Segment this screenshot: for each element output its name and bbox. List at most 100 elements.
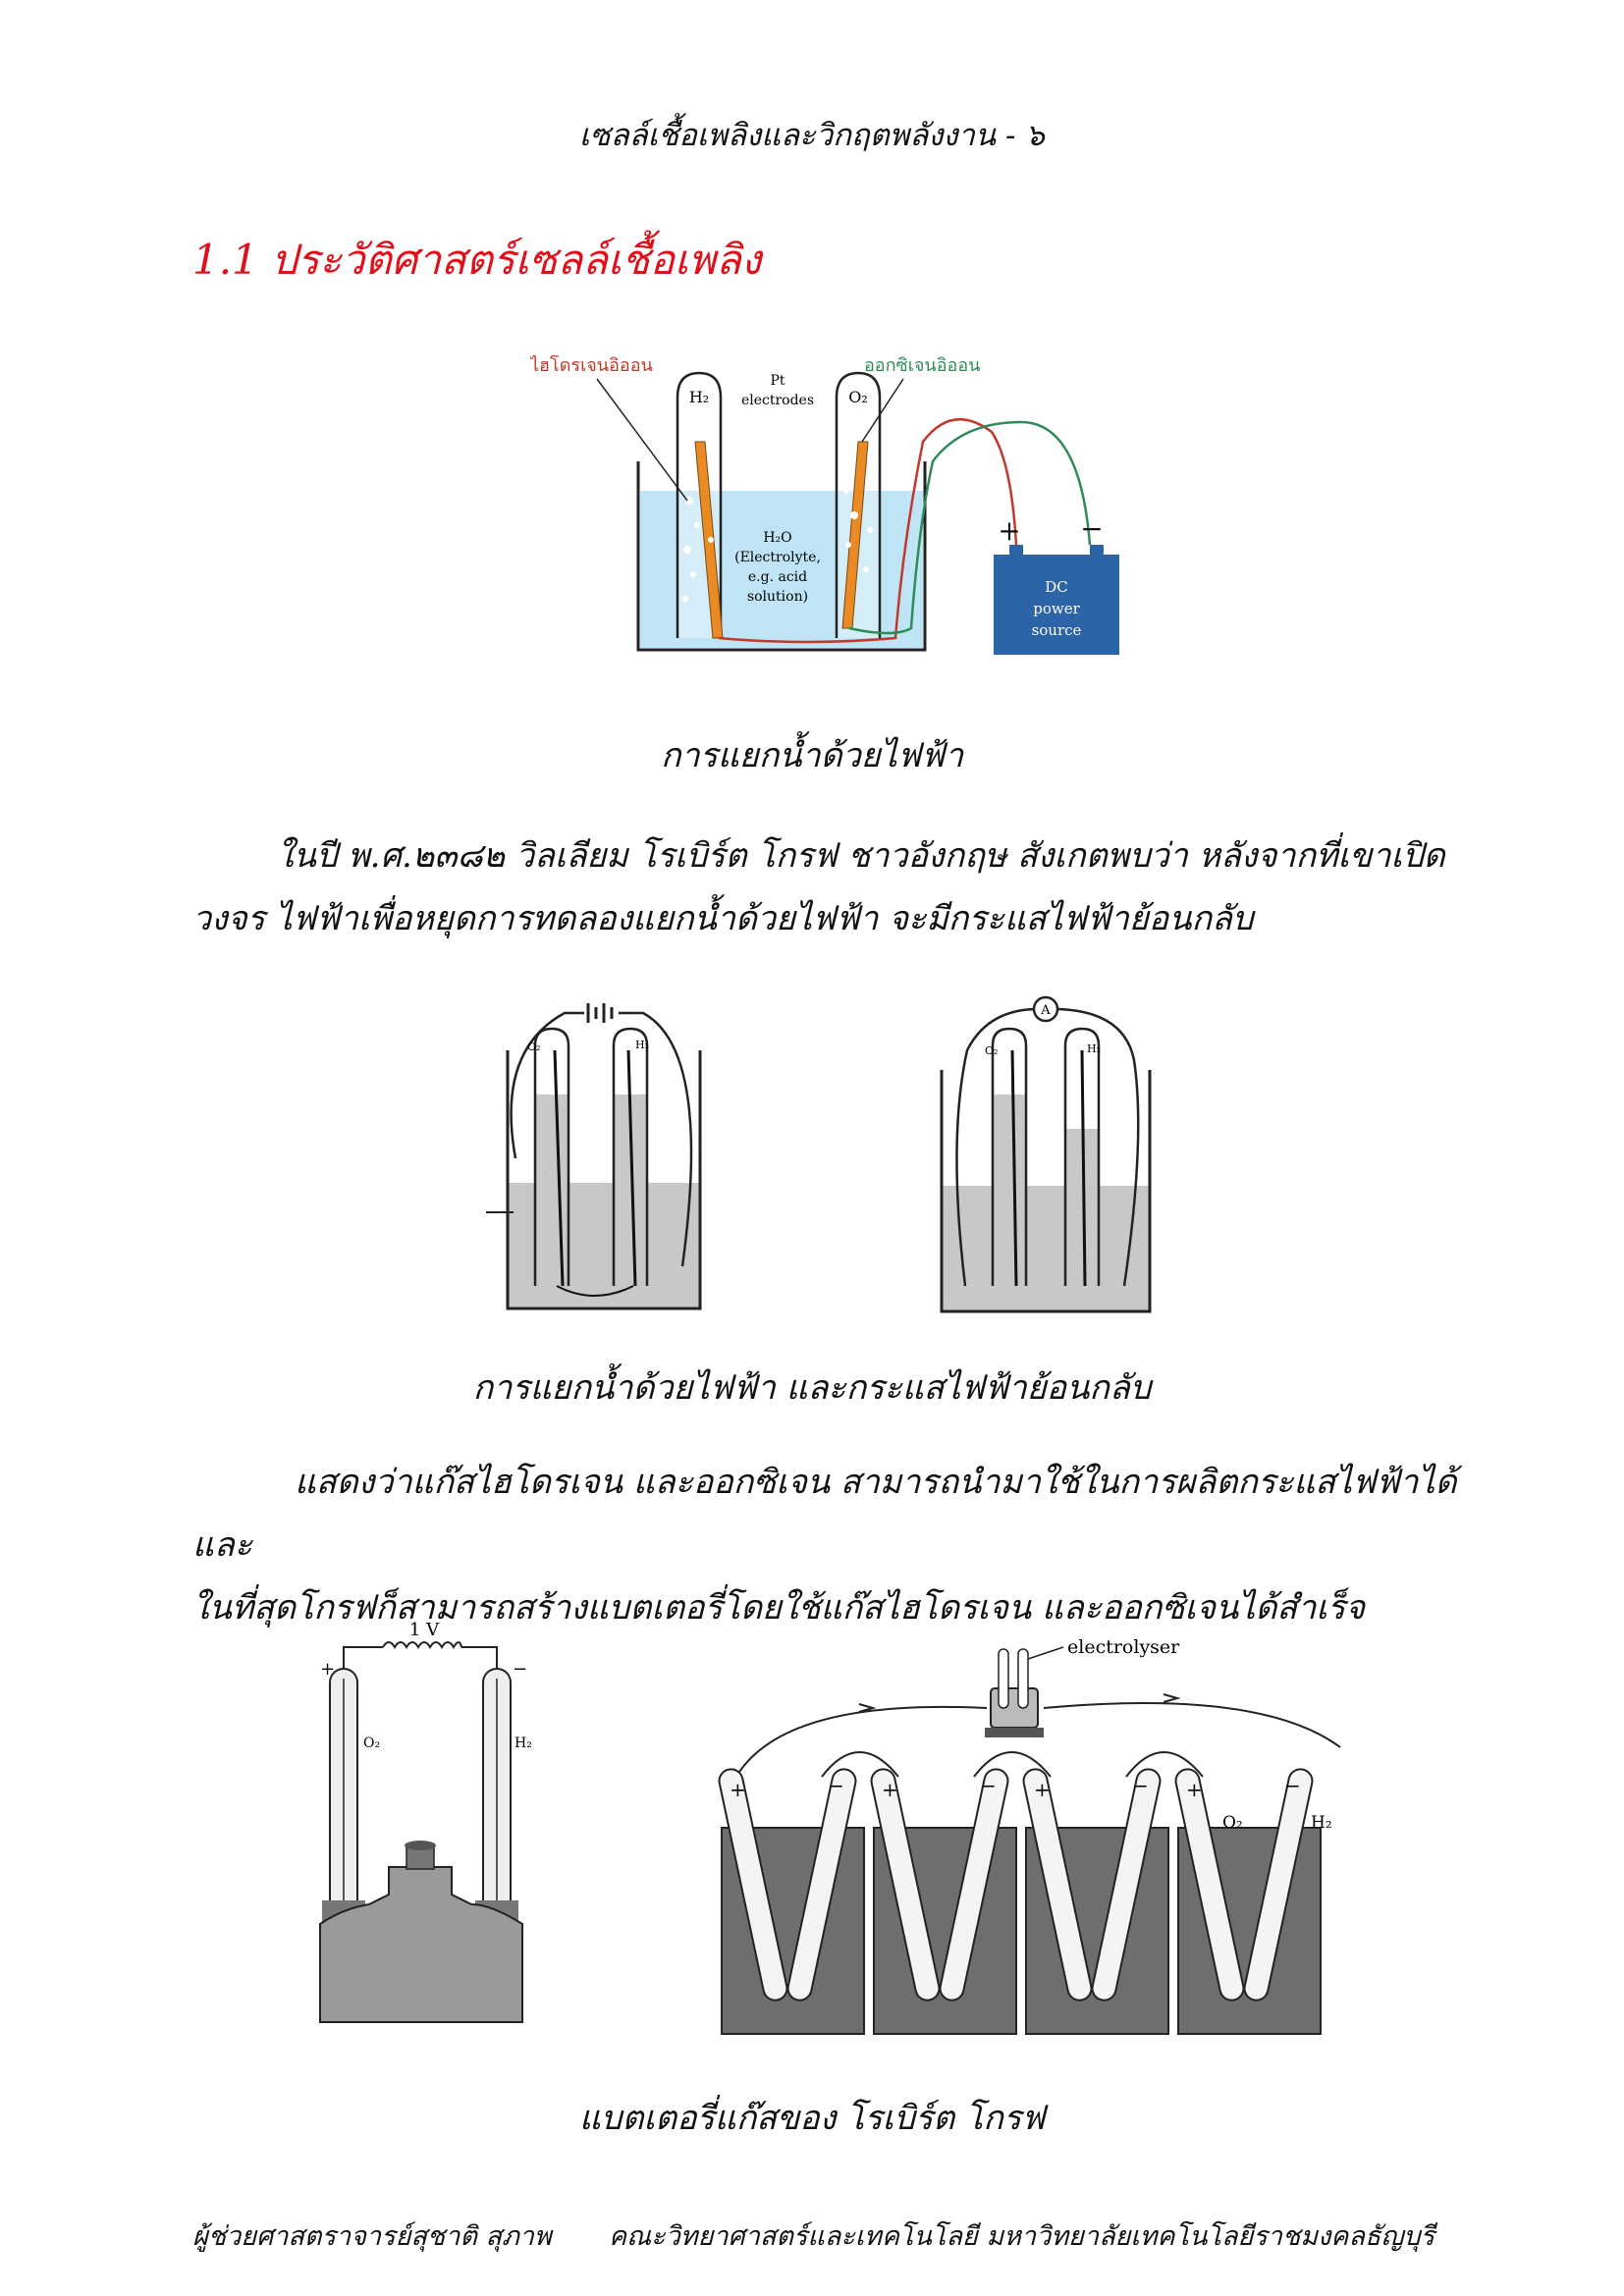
paragraph-2: แสดงว่าแก๊สไฮโดรเจน และออกซิเจน สามารถนำ… [192, 1451, 1469, 1639]
water-level [508, 1183, 700, 1308]
right-main-wire [1043, 1702, 1341, 1748]
outer-wire [510, 1011, 693, 1267]
cell-minus-3: − [1132, 1774, 1149, 1797]
power-label-2: power [1033, 600, 1080, 617]
oxygen-pointer [861, 378, 904, 443]
negative-terminal [1090, 545, 1104, 557]
h2-tube-label: H₂ [689, 388, 709, 406]
electrolyser-label: electrolyser [1067, 1636, 1180, 1658]
footer-author: ผู้ช่วยศาสตราจารย์สุชาติ สุภาพ [192, 2221, 552, 2252]
hydrogen-pointer [596, 378, 688, 502]
red-wire [718, 417, 1018, 644]
bottle-cap [406, 1846, 435, 1870]
power-label-3: source [1032, 621, 1082, 639]
arrow-right [1163, 1693, 1181, 1703]
electrolyte-water [640, 491, 923, 648]
top-wire [343, 1646, 498, 1669]
cell-minus-4: − [1284, 1774, 1301, 1797]
electrolysis-diagram: + − DC power source ไฮโดรเจนอิออน ออกซิเ… [530, 354, 1119, 655]
electrolyte-label-4: solution) [747, 589, 808, 605]
ammeter-label: A [1040, 1003, 1051, 1018]
h2-cell-label: H₂ [1311, 1813, 1332, 1833]
voltage-label: 1 V [409, 1620, 440, 1640]
right-electrode [1080, 1049, 1087, 1287]
right-electrode [626, 1049, 637, 1287]
positive-terminal [1009, 545, 1023, 557]
gas-tubes [718, 1768, 1314, 2002]
left-electrode [553, 1049, 565, 1287]
electrodes-label-1: Pt [770, 373, 785, 389]
left-tube [991, 1027, 1028, 1286]
electrolyser-base [985, 1728, 1044, 1737]
o2-cell-label: O₂ [1222, 1813, 1243, 1833]
left-h2-label: H₂ [635, 1039, 649, 1051]
electrolyser-tube-right [1017, 1648, 1029, 1709]
paragraph-1-line-1: ในปี พ.ศ.๒๓๘๒ วิลเลียม โรเบิร์ต โกรฟ ชาว… [277, 836, 1445, 876]
minus-label: − [513, 1659, 527, 1680]
bottle [319, 1866, 523, 2023]
right-o2-label: O₂ [985, 1044, 998, 1057]
green-wire [848, 420, 1092, 635]
arrow-left [858, 1703, 877, 1713]
tube-water-left [993, 1095, 1026, 1186]
tube-water-left [535, 1095, 568, 1183]
plus-label: + [320, 1659, 335, 1680]
o2-label: O₂ [363, 1735, 380, 1751]
electrolyser-pointer [1027, 1646, 1064, 1660]
reverse-current-diagram-right: A O₂ H₂ [940, 995, 1152, 1313]
footer-affiliation: คณะวิทยาศาสตร์และเทคโนโลยี มหาวิทยาลัยเท… [609, 2221, 1435, 2252]
electrolyser-vessel [990, 1687, 1039, 1729]
gas-battery-diagram: electrolyser + − + − + − + − O₂ H₂ [718, 1636, 1341, 2035]
bottom-wire [556, 1285, 634, 1297]
electrolyser-tube-left [998, 1648, 1009, 1709]
electrolyte-label-3: e.g. acid [748, 569, 807, 585]
paragraph-2-line-1: แสดงว่าแก๊สไฮโดรเจน และออกซิเจน สามารถนำ… [192, 1463, 1457, 1565]
water-level [942, 1186, 1150, 1311]
figure3-caption: แบตเตอรี่แก๊สของ โรเบิร์ต โกรฟ [578, 2099, 1046, 2138]
right-h2-label: H₂ [1087, 1042, 1101, 1055]
section-title: 1.1 ประวัติศาสตร์เซลล์เชื้อเพลิง [192, 236, 762, 284]
hydrogen-ion-label: ไฮโดรเจนอิออน [530, 354, 653, 376]
cell-plus-2: + [882, 1778, 898, 1801]
running-header: เซลล์เชื้อเพลิงและวิกฤตพลังงาน - ๖ [579, 118, 1045, 153]
h2-label: H₂ [514, 1735, 532, 1751]
electrolyte-label-1: H₂O [763, 530, 791, 546]
gas-bubbles [682, 429, 875, 602]
left-tube [533, 1027, 570, 1286]
right-tube [612, 1027, 649, 1286]
resistor-coil [382, 1641, 462, 1649]
cell-plus-4: + [1186, 1778, 1203, 1801]
oxygen-ion-label: ออกซิเจนอิออน [864, 355, 980, 376]
cell-minus-1: − [828, 1774, 844, 1797]
grove-gas-cell-diagram: 1 V + − O₂ H₂ [319, 1620, 532, 2023]
o2-tube-label: O₂ [848, 388, 868, 406]
minus-sign: − [1080, 512, 1103, 545]
left-electrode [1010, 1049, 1018, 1287]
left-o2-label: O₂ [527, 1041, 540, 1053]
left-main-wire [738, 1705, 988, 1773]
cell-plus-3: + [1034, 1778, 1051, 1801]
paragraph-1: ในปี พ.ศ.๒๓๘๒ วิลเลียม โรเบิร์ต โกรฟ ชาว… [192, 825, 1469, 950]
plus-sign: + [998, 514, 1020, 547]
figure1-caption: การแยกน้ำด้วยไฟฟ้า [660, 736, 964, 775]
paragraph-2-line-2: ในที่สุดโกรฟก็สามารถสร้างแบตเตอรี่โดยใช้… [192, 1588, 1366, 1628]
battery-cells [721, 1827, 1322, 2035]
battery-icon [586, 1003, 614, 1023]
cap-top [405, 1841, 436, 1850]
beaker [940, 1070, 1152, 1313]
dc-power-source [994, 555, 1119, 655]
electrodes-label-2: electrodes [741, 393, 814, 408]
reverse-current-diagram-left: O₂ H₂ [486, 1003, 702, 1310]
beaker [506, 1050, 702, 1310]
cell-connectors [821, 1751, 1204, 1778]
cell-minus-2: − [980, 1774, 997, 1797]
power-label-1: DC [1045, 578, 1068, 596]
figure2-caption: การแยกน้ำด้วยไฟฟ้า และกระแสไฟฟ้าย้อนกลับ [472, 1368, 1152, 1408]
electrolyte-label-2: (Electrolyte, [734, 550, 821, 565]
right-tube [1063, 1027, 1101, 1286]
water-tank [636, 461, 927, 652]
outer-wire [955, 1007, 1140, 1287]
paragraph-1-line-2: วงจร ไฟฟ้าเพื่อหยุดการทดลองแยกน้ำด้วยไฟฟ… [192, 899, 1254, 938]
ammeter-icon [1032, 995, 1059, 1023]
cell-plus-1: + [730, 1778, 746, 1801]
